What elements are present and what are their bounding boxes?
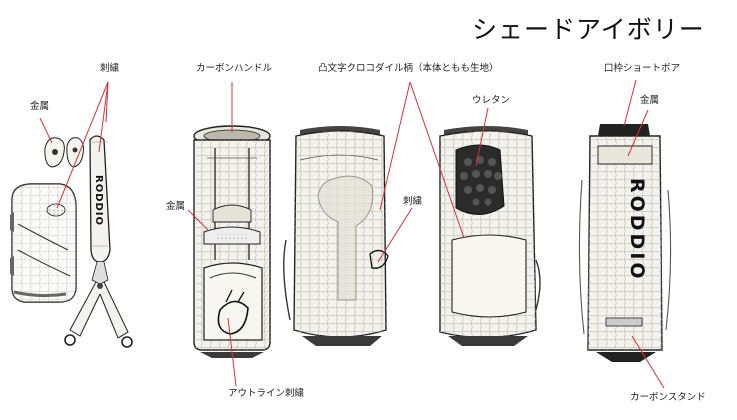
label-urethane: ウレタン xyxy=(472,95,511,106)
label-crocodile-pattern: 凸文字クロコダイル柄（本体ともも生地） xyxy=(318,63,499,74)
side-view-bag-right xyxy=(439,126,541,346)
label-embroidery-strap: 刺繍 xyxy=(100,63,120,74)
label-outline-embroidery: アウトライン刺繍 xyxy=(228,388,305,399)
label-metal-front: 金属 xyxy=(166,201,186,212)
label-carbon-stand: カーボンスタンド xyxy=(630,392,706,403)
label-metal-clip: 金属 xyxy=(30,101,50,112)
front-view-bag xyxy=(193,125,271,358)
pouch-illustration xyxy=(10,183,77,303)
label-metal-side: 金属 xyxy=(640,95,660,106)
label-mouth-boa: 口枠ショートボア xyxy=(604,63,681,74)
brand-on-strap: RODDIO xyxy=(93,175,104,227)
side-view-bag-left xyxy=(283,126,389,346)
back-view-bag xyxy=(578,124,672,362)
shoulder-strap xyxy=(64,135,133,348)
metal-clips xyxy=(44,137,84,168)
label-embroidery-body: 刺繍 xyxy=(403,196,423,207)
page-title: シェードアイボリー xyxy=(472,15,705,44)
brand-on-back: RODDIO xyxy=(626,178,648,282)
label-carbon-handle: カーボンハンドル xyxy=(196,63,273,74)
leader-lines xyxy=(39,79,665,389)
